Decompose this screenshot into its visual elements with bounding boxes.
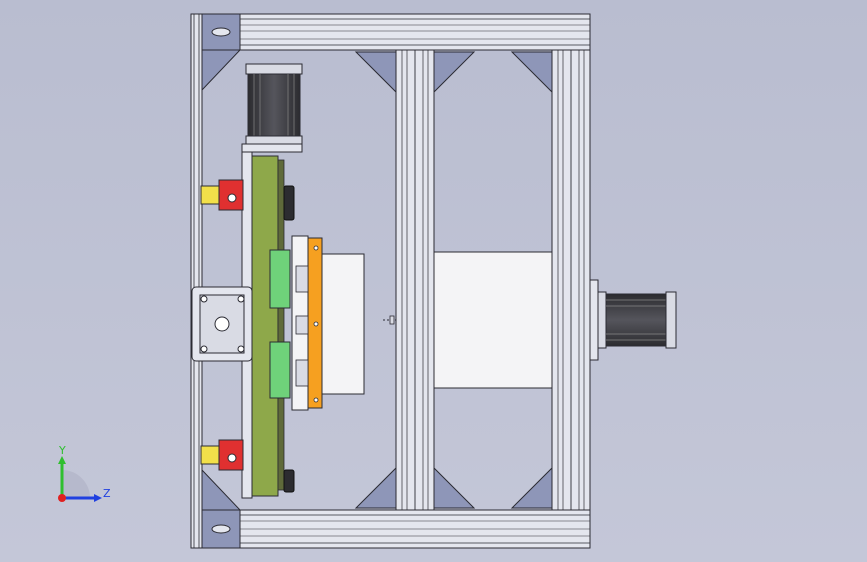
top-stepper-motor	[241, 63, 303, 153]
gusset-brackets	[354, 51, 553, 509]
carriage-assembly	[291, 235, 323, 411]
center-panel	[433, 251, 553, 389]
left-frame-rail	[190, 13, 203, 549]
top-frame-rail	[201, 13, 591, 51]
sensor-bottom	[200, 439, 244, 471]
motor-mount-plate	[191, 286, 253, 362]
carriage-mount-block	[321, 253, 365, 395]
z-arrowhead-icon	[94, 494, 102, 502]
corner-bracket-bottom-left	[201, 468, 242, 549]
right-vertical-rail	[551, 49, 591, 511]
y-axis-label: Y	[58, 444, 66, 457]
y-arrowhead-icon	[58, 456, 66, 464]
bottom-frame-rail	[201, 509, 591, 549]
origin-dot	[58, 494, 66, 502]
black-blocks	[283, 185, 295, 493]
z-axis-label: Z	[103, 487, 111, 500]
sensor-top	[200, 179, 244, 211]
middle-vertical-rail	[395, 49, 435, 511]
corner-bracket-top-left	[201, 13, 242, 92]
coordinate-triad: Y Z	[58, 444, 111, 502]
linear-bearing-blocks	[269, 249, 291, 399]
small-marker	[383, 315, 396, 325]
right-stepper-motor	[589, 279, 677, 361]
